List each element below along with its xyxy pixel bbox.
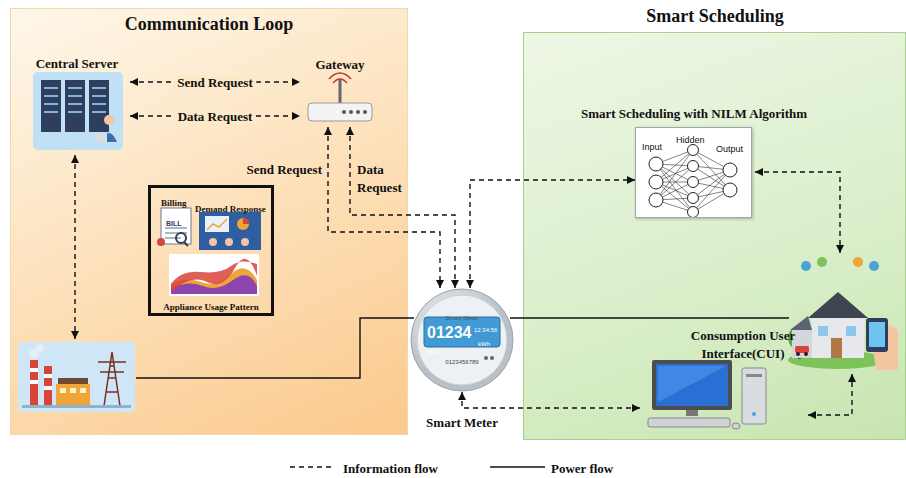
text-slot: Central Server — [36, 54, 119, 72]
text-slot: Information flow — [343, 459, 438, 477]
nn-neuron — [649, 193, 663, 207]
nn-neuron — [688, 177, 699, 188]
legend-text: Power flow — [551, 461, 613, 476]
node-text: Input — [642, 142, 662, 152]
node-text: Hidden — [676, 135, 705, 145]
text-slot: Data Request — [175, 107, 256, 125]
power-wire — [136, 318, 414, 378]
nn-link — [656, 150, 693, 200]
meter-serial: 0123456789 — [445, 359, 478, 365]
text-slot: 01234 — [427, 324, 472, 342]
text-slot: Gateway — [315, 55, 364, 73]
edge-label: Data Request — [175, 109, 256, 124]
smart-meter: Smart MeterSmart Meter12:34:5601234kWh56… — [410, 288, 514, 392]
legend-text: Information flow — [343, 461, 438, 476]
edge-label: Data Request — [357, 162, 402, 195]
nn-neuron — [688, 161, 699, 172]
text-slot: Send Request — [236, 160, 322, 178]
nn-neuron — [723, 163, 737, 177]
usage-box: BillingDemand ResponseAppliance Usage Pa… — [148, 185, 274, 316]
node-text: Demand Response — [195, 204, 266, 214]
info-connector — [462, 392, 640, 408]
smart-home — [788, 257, 898, 370]
legend-sample — [490, 466, 545, 468]
meter-subreading: 56789 — [427, 349, 441, 355]
nn-neuron — [688, 145, 699, 156]
text-slot: Demand Response — [195, 198, 266, 216]
server-node: Central Server — [25, 54, 130, 152]
text-slot: 0123456789 — [445, 350, 478, 368]
info-connector — [350, 127, 455, 288]
nn-neuron — [688, 207, 699, 218]
cui-node: Consumption User Interface(CUI) — [640, 326, 805, 434]
text-slot: Smart Scheduling with NILM Algorithm — [581, 104, 807, 122]
meter-brand: Smart Meter — [445, 315, 478, 321]
nn-neuron — [688, 193, 699, 204]
nilm-box: Smart Scheduling with NILM AlgorithmInpu… — [635, 127, 752, 218]
edge-label: Send Request — [174, 75, 256, 90]
text-slot: Smart Meter — [426, 413, 498, 431]
icon-text: BILL — [166, 220, 182, 227]
text-slot: BILL — [166, 212, 182, 230]
power-wire — [510, 317, 789, 318]
meter-reading: 01234 — [427, 324, 472, 341]
text-slot: Appliance Usage Pattern — [163, 296, 259, 314]
node-text: Gateway — [315, 57, 364, 72]
box-heading: Smart Scheduling with NILM Algorithm — [581, 106, 807, 121]
text-slot: Send Request — [174, 73, 256, 91]
text-slot: 56789 — [427, 340, 441, 358]
nn-neuron — [723, 183, 737, 197]
info-connector — [470, 180, 635, 288]
gateway-node: Gateway — [300, 55, 380, 127]
node-text: Central Server — [36, 56, 119, 71]
region-panel: Smart SchedulingSmart Scheduling with NI… — [523, 32, 906, 440]
legend-sample — [290, 466, 335, 468]
text-slot: Communication Loop — [125, 14, 294, 35]
info-wire — [74, 155, 75, 339]
meter-clock: 12:34:56 — [474, 327, 497, 333]
text-slot: kWh — [478, 332, 490, 350]
edge-label: Send Request — [247, 162, 323, 177]
nn-neuron — [649, 157, 663, 171]
node-text: Billing — [161, 198, 187, 208]
meter-unit: kWh — [478, 341, 490, 347]
info-wire — [755, 172, 840, 253]
node-text: Appliance Usage Pattern — [163, 302, 259, 312]
panel-title: Communication Loop — [125, 14, 294, 34]
power-plant — [18, 342, 135, 412]
text-slot: 12:34:56 — [474, 318, 497, 336]
info-connector — [328, 127, 440, 288]
node-text: Smart Meter — [426, 415, 498, 430]
text-slot: Power flow — [551, 459, 613, 477]
text-slot: Consumption User Interface(CUI) — [681, 326, 805, 362]
node-text: Consumption User Interface(CUI) — [691, 328, 795, 361]
text-slot: Smart Meter — [445, 306, 478, 324]
info-wire — [808, 374, 852, 415]
text-slot: Hidden — [676, 129, 705, 147]
text-slot: Output — [716, 138, 743, 156]
region-panel: Communication LoopCentral Server GatewayB… — [10, 8, 408, 435]
node-text: Output — [716, 144, 743, 154]
text-slot: Input — [642, 136, 662, 154]
text-slot: Billing — [161, 192, 187, 210]
text-slot: Data Request — [357, 160, 417, 196]
panel-title: Smart Scheduling — [646, 6, 784, 26]
nn-neuron — [649, 175, 663, 189]
text-slot: Smart Scheduling — [646, 6, 784, 27]
